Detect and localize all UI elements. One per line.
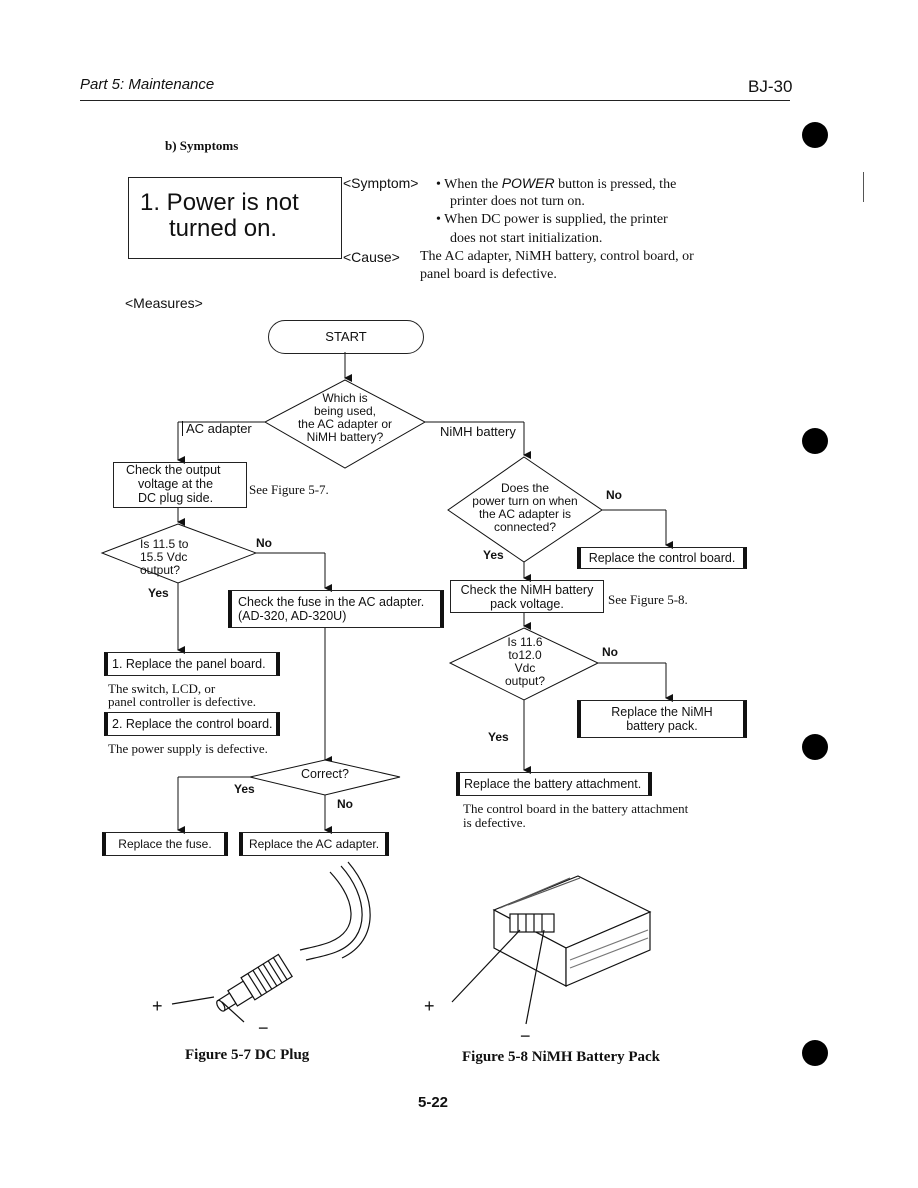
- see-figure-5-7: See Figure 5-7.: [249, 482, 329, 497]
- replace-panel-board-box: 1. Replace the panel board.: [104, 652, 280, 676]
- dc-plug-drawing: [171, 861, 371, 1023]
- correct-yes: Yes: [234, 782, 255, 796]
- symptom-title-box: [128, 177, 342, 259]
- figure-5-7-caption: Figure 5-7 DC Plug: [185, 1047, 310, 1063]
- voltage-check-yes: Yes: [148, 586, 169, 600]
- cause-text-cont: panel board is defective.: [420, 267, 557, 282]
- panel-board-note: The switch, LCD, or panel controller is …: [108, 681, 256, 709]
- see-figure-5-8: See Figure 5-8.: [608, 592, 688, 607]
- check-output-box: Check the output voltage at the DC plug …: [113, 462, 247, 508]
- symptom-label: <Symptom>: [343, 175, 419, 191]
- voltage-check-decision-label: Is 11.5 to 15.5 Vdc output?: [140, 537, 189, 577]
- voltage-check-no: No: [256, 536, 272, 550]
- fig58-plus: +: [424, 996, 435, 1016]
- power-on-no: No: [606, 488, 622, 502]
- power-on-decision-label: Does the power turn on when the AC adapt…: [472, 481, 578, 534]
- fig57-minus: −: [258, 1018, 269, 1038]
- cause-text: The AC adapter, NiMH battery, control bo…: [420, 249, 694, 264]
- cause-label: <Cause>: [343, 249, 400, 265]
- replace-nimh-box: Replace the NiMH battery pack.: [577, 700, 747, 738]
- battery-voltage-yes: Yes: [488, 730, 509, 744]
- correct-no: No: [337, 797, 353, 811]
- margin-change-bar: [863, 172, 864, 202]
- symptom-title-text: 1. Power is not turned on.: [140, 189, 299, 242]
- battery-voltage-no: No: [602, 645, 618, 659]
- header-rule: [80, 100, 790, 101]
- fig58-minus: −: [520, 1026, 531, 1046]
- branch-nimh-battery: NiMH battery: [440, 424, 516, 439]
- replace-ac-adapter-box: Replace the AC adapter.: [239, 832, 389, 856]
- power-supply-note: The power supply is defective.: [108, 741, 268, 756]
- figure-5-8-caption: Figure 5-8 NiMH Battery Pack: [462, 1049, 661, 1065]
- symptom-bullet-2: • When DC power is supplied, the printer: [436, 212, 668, 227]
- flow-start: START: [268, 320, 424, 354]
- replace-battery-attachment-box: Replace the battery attachment.: [456, 772, 652, 796]
- replace-control-board-box-2: 2. Replace the control board.: [104, 712, 280, 736]
- symptom-bullet-1-cont: printer does not turn on.: [450, 194, 585, 209]
- check-nimh-box: Check the NiMH battery pack voltage.: [450, 580, 604, 613]
- battery-pack-drawing: [451, 875, 652, 1025]
- correct-decision-label: Correct?: [301, 767, 349, 781]
- page-number: 5-22: [418, 1094, 449, 1111]
- power-on-yes: Yes: [483, 548, 504, 562]
- replace-fuse-box: Replace the fuse.: [102, 832, 228, 856]
- branch-ac-adapter: AC adapter: [182, 421, 252, 436]
- section-title: b) Symptoms: [165, 138, 239, 153]
- binder-hole-dot: [802, 734, 828, 760]
- measures-label: <Measures>: [125, 295, 203, 311]
- fig57-plus: +: [152, 996, 163, 1016]
- binder-hole-dot: [802, 1040, 828, 1066]
- symptom-bullet-1: • When the POWER button is pressed, the: [436, 175, 677, 192]
- header-model: BJ-30: [748, 77, 793, 96]
- header-section-title: Part 5: Maintenance: [80, 76, 215, 93]
- replace-control-board-box: Replace the control board.: [577, 547, 747, 569]
- battery-attachment-note: The control board in the battery attachm…: [463, 801, 689, 830]
- which-decision-label: Which is being used, the AC adapter or N…: [297, 391, 393, 444]
- symptom-bullet-2-cont: does not start initialization.: [450, 231, 603, 246]
- check-fuse-box: Check the fuse in the AC adapter. (AD-32…: [228, 590, 444, 628]
- battery-voltage-decision-label: Is 11.6 to12.0 Vdc output?: [504, 635, 546, 688]
- binder-hole-dot: [802, 428, 828, 454]
- binder-hole-dot: [802, 122, 828, 148]
